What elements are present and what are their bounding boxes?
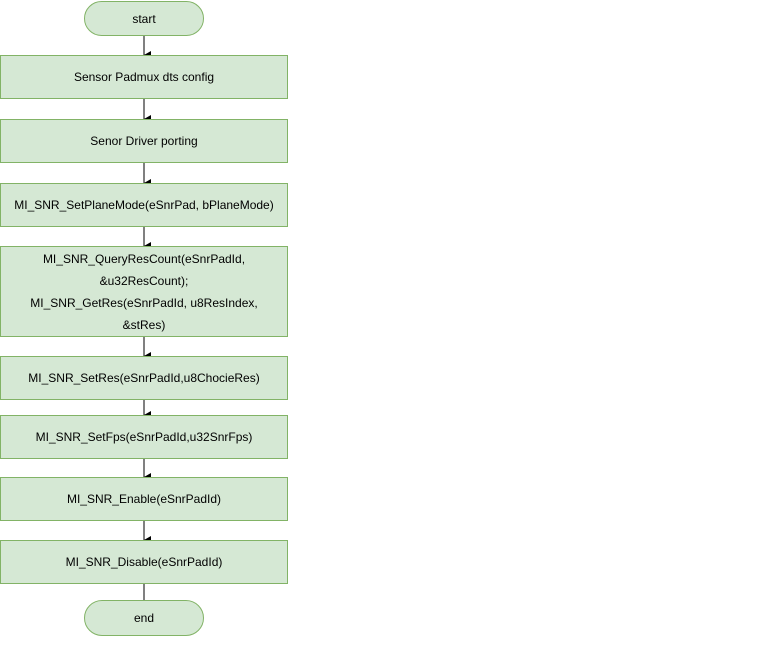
end-label: end: [133, 611, 155, 625]
step-label: MI_SNR_SetFps(eSnrPadId,u32SnrFps): [35, 430, 253, 444]
step-set-res: MI_SNR_SetRes(eSnrPadId,u8ChocieRes): [0, 356, 288, 400]
step-label-line-1: MI_SNR_QueryResCount(eSnrPadId,: [42, 251, 246, 266]
step-set-fps: MI_SNR_SetFps(eSnrPadId,u32SnrFps): [0, 415, 288, 459]
step-label-line-3: MI_SNR_GetRes(eSnrPadId, u8ResIndex,: [30, 295, 258, 310]
step-label: Sensor Padmux dts config: [73, 70, 215, 84]
step-label: MI_SNR_SetPlaneMode(eSnrPad, bPlaneMode): [14, 198, 274, 212]
step-set-plane-mode: MI_SNR_SetPlaneMode(eSnrPad, bPlaneMode): [0, 183, 288, 227]
step-label: MI_SNR_Enable(eSnrPadId): [66, 492, 222, 506]
end-terminal: end: [84, 600, 204, 636]
start-terminal: start: [84, 1, 204, 36]
step-label: MI_SNR_SetRes(eSnrPadId,u8ChocieRes): [28, 371, 260, 385]
step-senor-driver-porting: Senor Driver porting: [0, 119, 288, 163]
step-enable: MI_SNR_Enable(eSnrPadId): [0, 477, 288, 521]
step-disable: MI_SNR_Disable(eSnrPadId): [0, 540, 288, 584]
start-label: start: [132, 11, 156, 26]
step-label-line-2: &u32ResCount);: [99, 273, 189, 288]
step-label: Senor Driver porting: [90, 134, 198, 148]
step-label-line-4: &stRes): [122, 317, 166, 332]
step-query-res-count-get-res: MI_SNR_QueryResCount(eSnrPadId, &u32ResC…: [0, 246, 288, 337]
step-label: MI_SNR_Disable(eSnrPadId): [65, 555, 223, 569]
step-sensor-padmux-dts-config: Sensor Padmux dts config: [0, 55, 288, 99]
